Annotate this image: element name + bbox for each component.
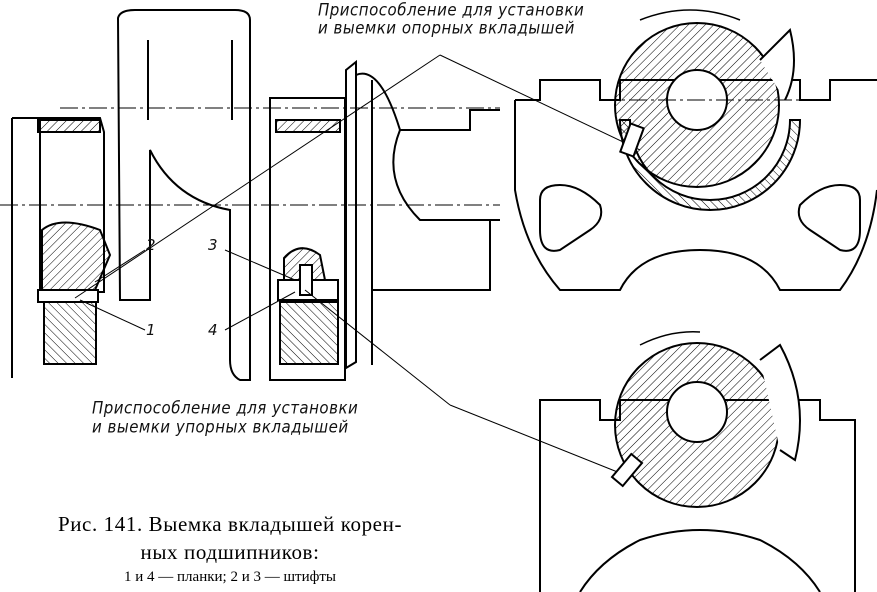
annotation-top-line2: и выемки опорных вкладышей (318, 18, 575, 38)
label-3: 3 (208, 236, 218, 254)
crankshaft-side-view (0, 9, 500, 381)
thrust-bearing-view (539, 331, 856, 592)
label-1: 1 (146, 321, 156, 339)
leader-lines (74, 54, 641, 476)
label-2: 2 (146, 236, 156, 254)
main-bearing-view (514, 9, 877, 291)
annotation-bottom-line1: Приспособление для установки (92, 398, 359, 418)
annotation-top-line1: Приспособление для установки (318, 0, 585, 20)
caption-legend: 1 и 4 — планки; 2 и 3 — штифты (124, 569, 336, 585)
caption-title-cont: ных подшипников: (140, 540, 320, 564)
annotation-bottom-line2: и выемки упорных вкладышей (92, 417, 349, 437)
label-4: 4 (208, 321, 218, 339)
caption-title: Рис. 141. Выемка вкладышей корен- (57, 512, 403, 536)
